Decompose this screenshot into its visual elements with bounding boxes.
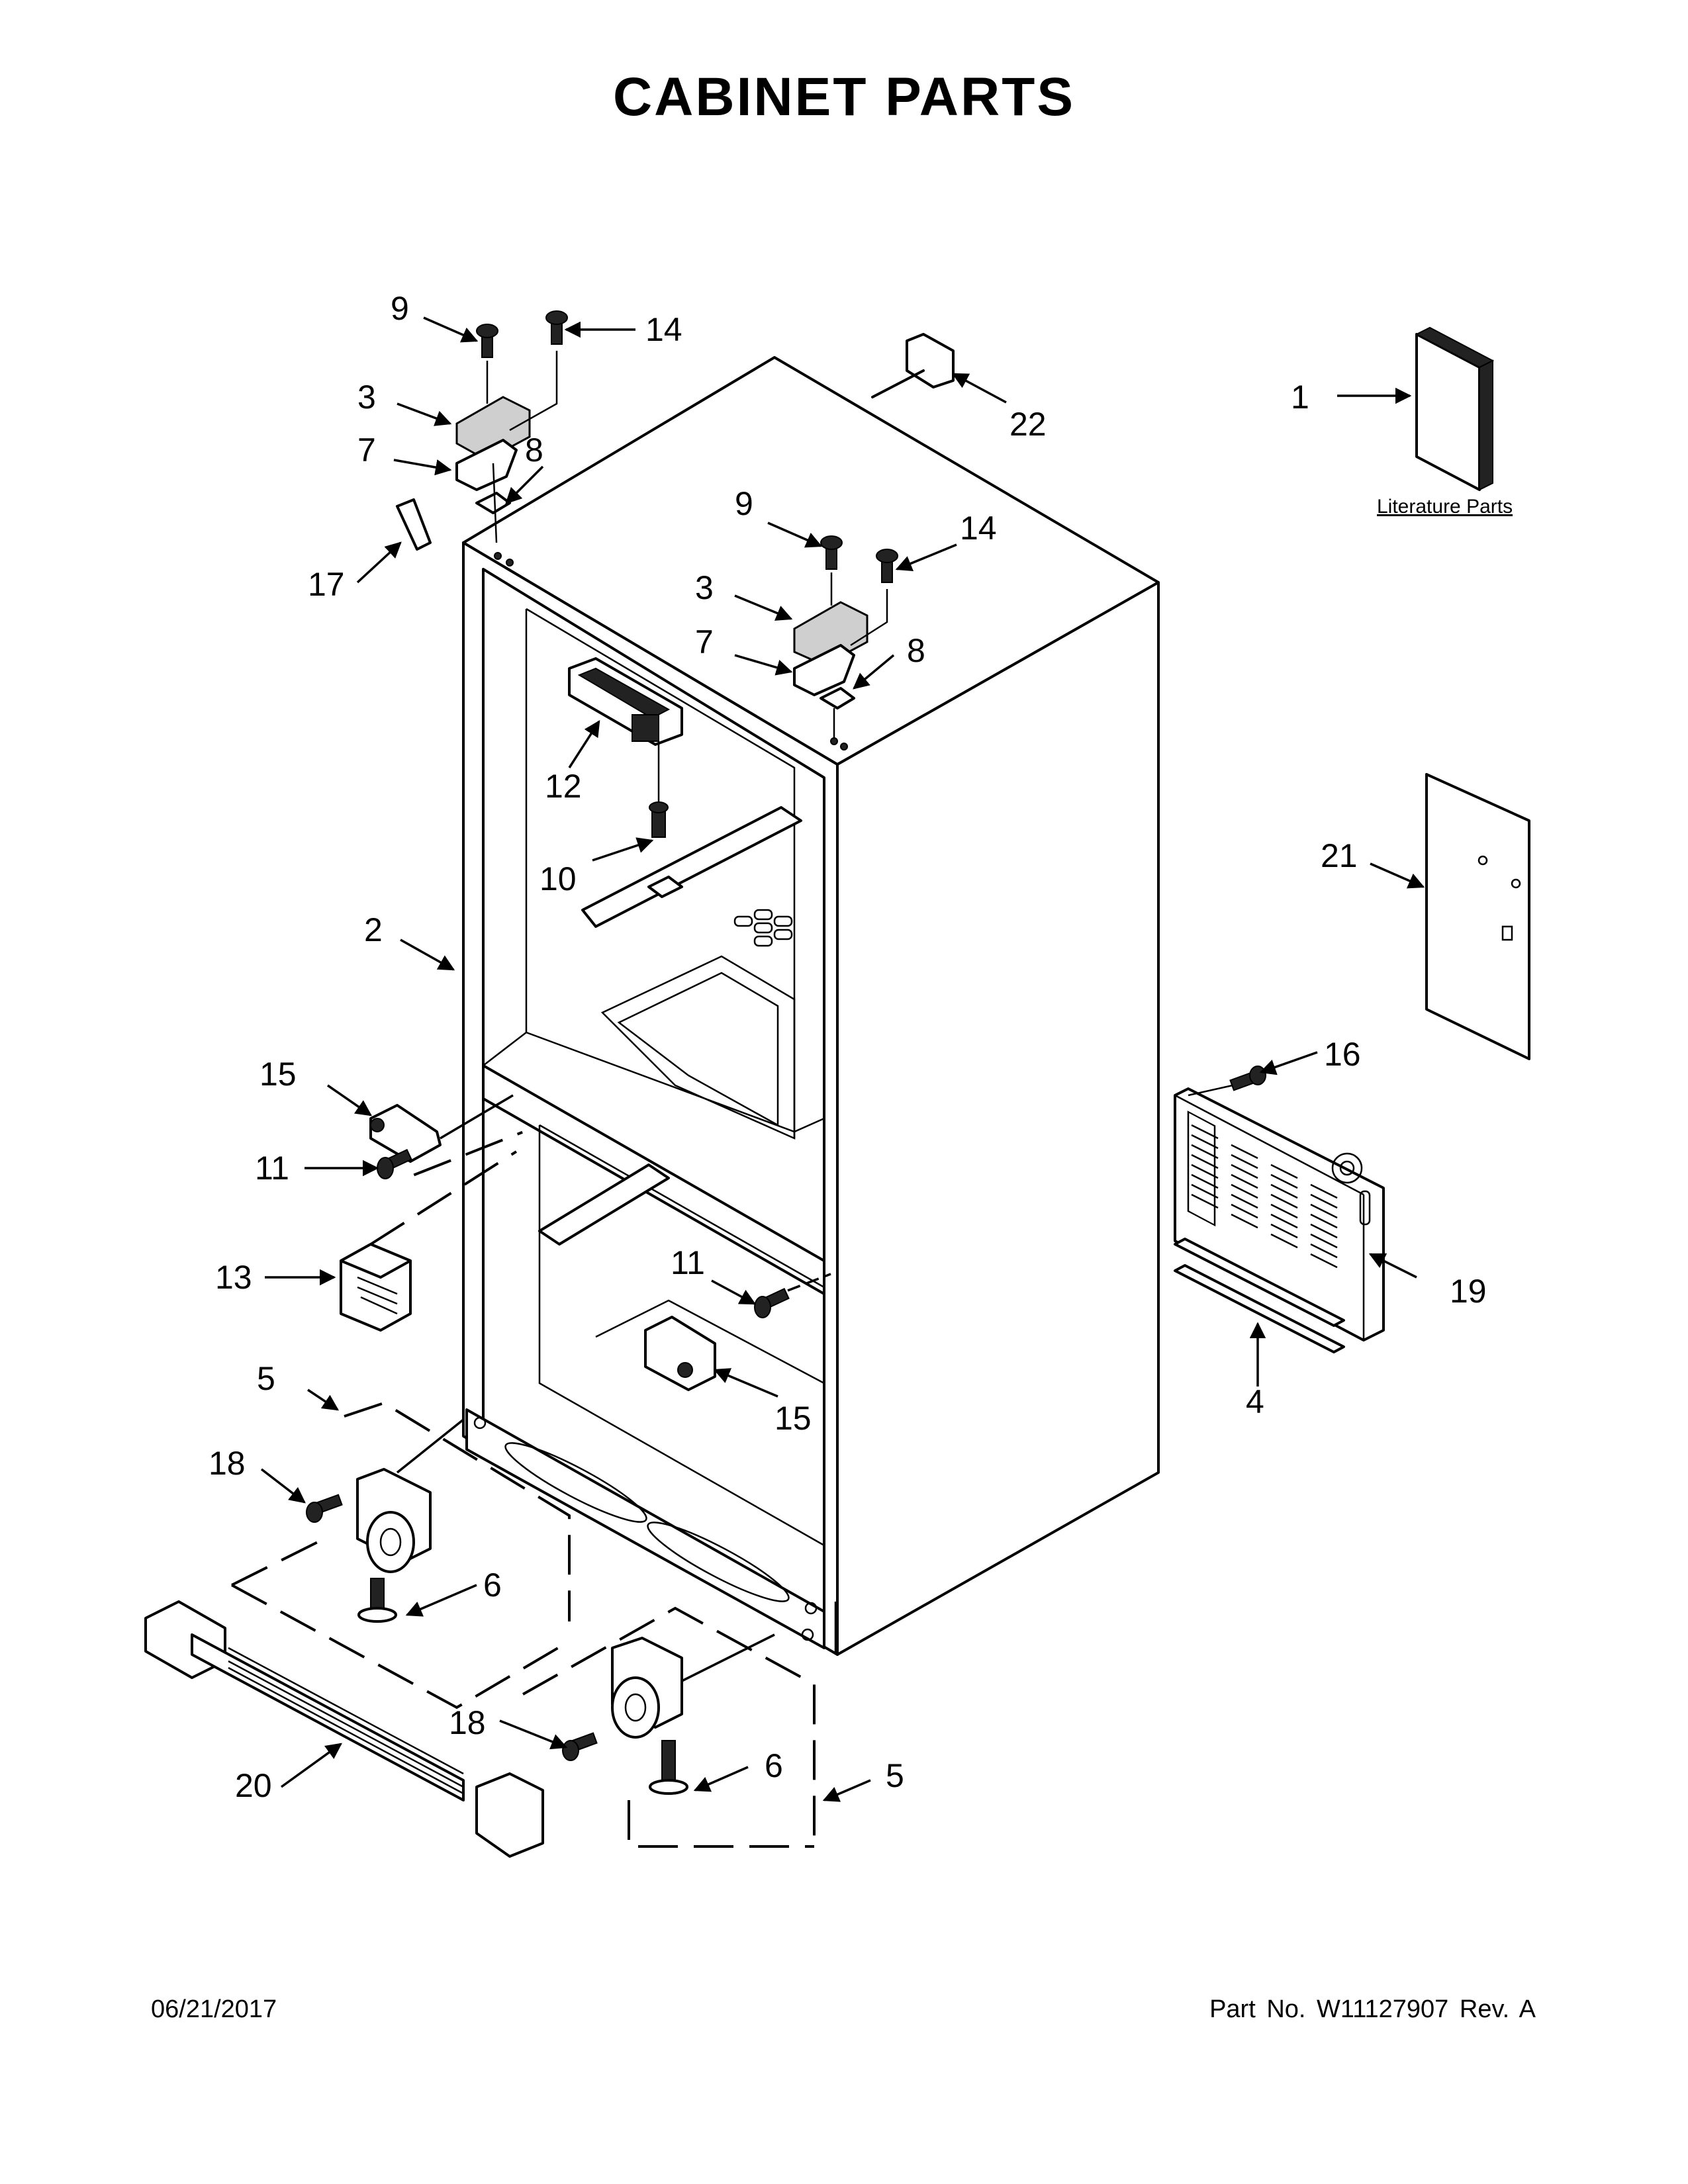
literature-parts-booklet [1415,326,1495,491]
clip-17 [396,498,432,551]
callout-5-left: 5 [257,1360,275,1397]
callout-8-right: 8 [907,632,925,669]
callout-3-left: 3 [357,379,376,416]
callout-2: 2 [364,911,383,948]
literature-parts-label: Literature Parts [1377,496,1513,518]
callout-18-left: 18 [209,1445,246,1482]
dashed-bracket-outline-right [522,1606,816,1848]
access-panel-21 [1425,773,1530,1060]
callout-7-right: 7 [695,623,714,660]
callout-9-right: 9 [735,485,753,522]
callout-16: 16 [1324,1036,1361,1073]
cabinet-body [462,356,1160,1656]
top-hinge-right [793,535,898,738]
dashed-bracket-outline-left [231,1401,571,1709]
center-hinge-15-right [644,1316,716,1391]
screw-16 [1188,1066,1266,1097]
toe-grille-20 [144,1600,544,1858]
callout-14-left: 14 [645,311,682,348]
leg-screw-18-left [306,1494,343,1523]
callout-13: 13 [215,1259,252,1296]
top-hinge-left [455,310,568,543]
callout-17: 17 [308,566,345,603]
gasket-4 [1174,1238,1345,1353]
callout-18-right: 18 [449,1704,486,1741]
roller-assembly-right [611,1633,775,1795]
callout-15-right: 15 [774,1400,812,1437]
roller-assembly-left [356,1418,465,1623]
callout-21: 21 [1321,837,1358,874]
callout-11-right: 11 [671,1244,705,1281]
callout-19: 19 [1450,1273,1487,1310]
callout-numbers: 1 2 3 3 4 5 5 6 6 7 7 8 8 9 9 10 11 11 1… [209,290,1487,1804]
top-label-22 [906,333,955,388]
callout-1: 1 [1291,379,1309,416]
callout-6-right: 6 [765,1747,783,1784]
callout-15-left: 15 [259,1056,297,1093]
callout-10: 10 [539,860,577,897]
callout-22: 22 [1009,406,1047,443]
screw-11-left [377,1148,412,1179]
screw-11-right [754,1273,831,1318]
callout-8-left: 8 [525,432,543,469]
footer-date: 06/21/2017 [151,1995,277,2023]
center-hinge-15-left [369,1094,514,1163]
page-title: CABINET PARTS [612,67,1076,127]
rear-access-grille-19 [1174,1087,1385,1342]
vent-grille [733,909,793,947]
callout-9-left: 9 [391,290,409,327]
callout-7-left: 7 [357,432,376,469]
callout-20: 20 [235,1767,272,1804]
leg-screw-18-right [562,1732,598,1761]
callout-14-right: 14 [960,510,997,547]
callout-4: 4 [1246,1383,1264,1420]
callout-5-right: 5 [886,1757,904,1794]
callout-3-right: 3 [695,569,714,606]
footer-part-number: Part No. W11127907 Rev. A [1209,1995,1536,2023]
light-housing-12 [568,657,683,838]
control-module-13 [340,1243,412,1332]
leader-lines [260,316,1425,1802]
callout-12: 12 [545,768,582,805]
callout-11-left: 11 [255,1150,289,1187]
callout-6-left: 6 [483,1567,502,1604]
